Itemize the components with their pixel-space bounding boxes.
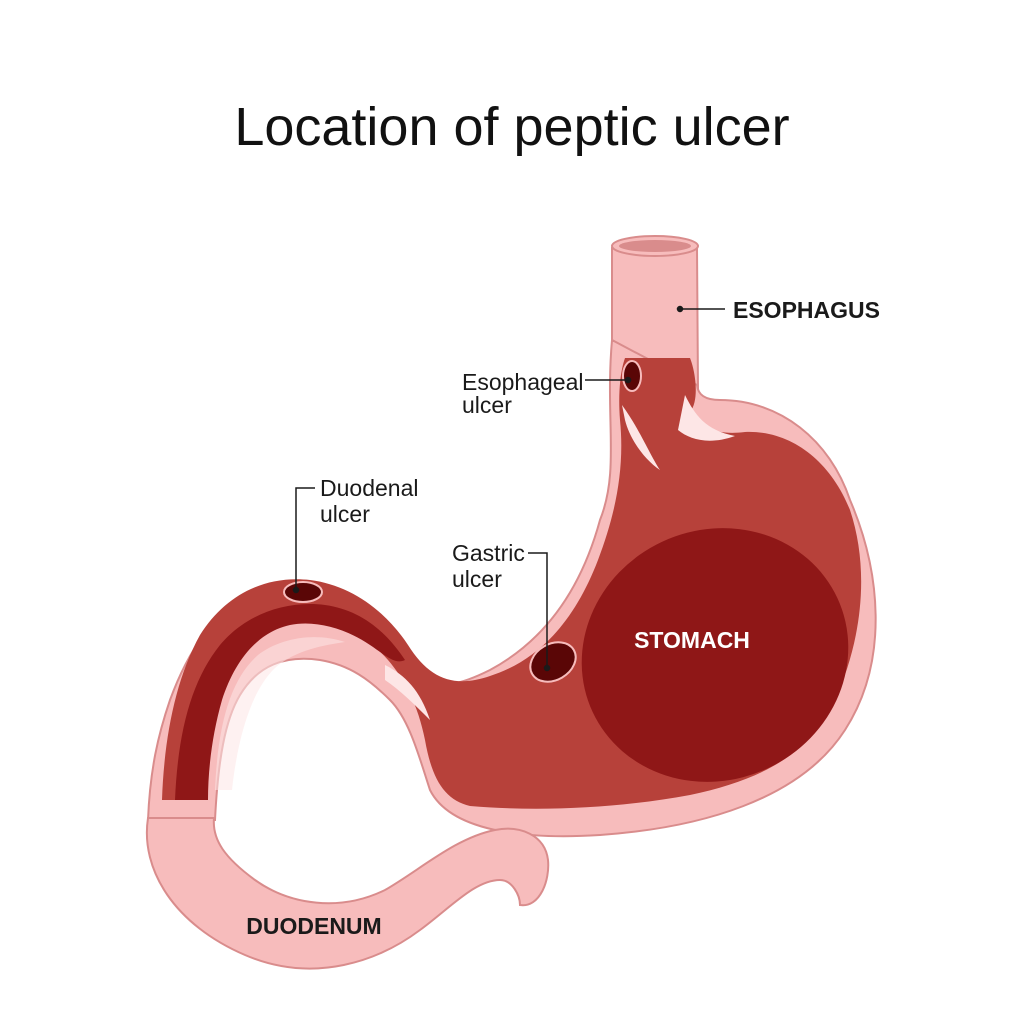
diagram-title: Location of peptic ulcer [234,97,789,157]
label-duodenal-ulcer: Duodenal ulcer [320,475,425,527]
label-stomach: STOMACH [634,627,750,653]
labels: ESOPHAGUS Esophageal ulcer Duodenal ulce… [246,297,880,939]
esophagus-lumen [619,240,691,252]
label-gastric-ulcer-line1: Gastric [452,540,525,566]
duodenum-lumen [175,604,405,800]
duodenum-highlight [215,637,345,790]
duodenal-ulcer-leader-dot [292,586,300,594]
sphincter-folds [385,395,735,720]
leader-lines [292,305,725,672]
label-duodenal-ulcer-line1: Duodenal [320,475,418,501]
pyloric-fold [385,665,430,720]
label-gastric-ulcer: Gastric ulcer [452,540,531,592]
gastric-ulcer-leader [528,552,548,668]
gastric-ulcer-spot [529,641,577,683]
label-duodenum: DUODENUM [246,913,381,939]
gastric-ulcer-leader-dot [543,664,551,672]
inner-wall [162,358,862,809]
esophagus-leader-dot [676,305,684,313]
cardiac-fold-left [622,405,660,470]
duodenal-ulcer-spot [283,581,323,603]
label-duodenal-ulcer-line2: ulcer [320,501,370,527]
duodenal-ulcer-leader [295,487,315,590]
esophageal-ulcer-spot [622,360,642,392]
ulcers [283,360,642,683]
label-esophageal-ulcer-line2: ulcer [462,392,512,418]
label-esophagus: ESOPHAGUS [733,297,880,323]
label-esophageal-ulcer: Esophageal ulcer [462,369,590,418]
label-esophageal-ulcer-line1: Esophageal [462,369,584,395]
label-gastric-ulcer-line2: ulcer [452,566,502,592]
stomach-lumen [581,528,849,782]
esophageal-ulcer-leader-dot [624,376,632,384]
duodenum-outer [145,817,550,970]
cardiac-fold-right [678,395,735,441]
